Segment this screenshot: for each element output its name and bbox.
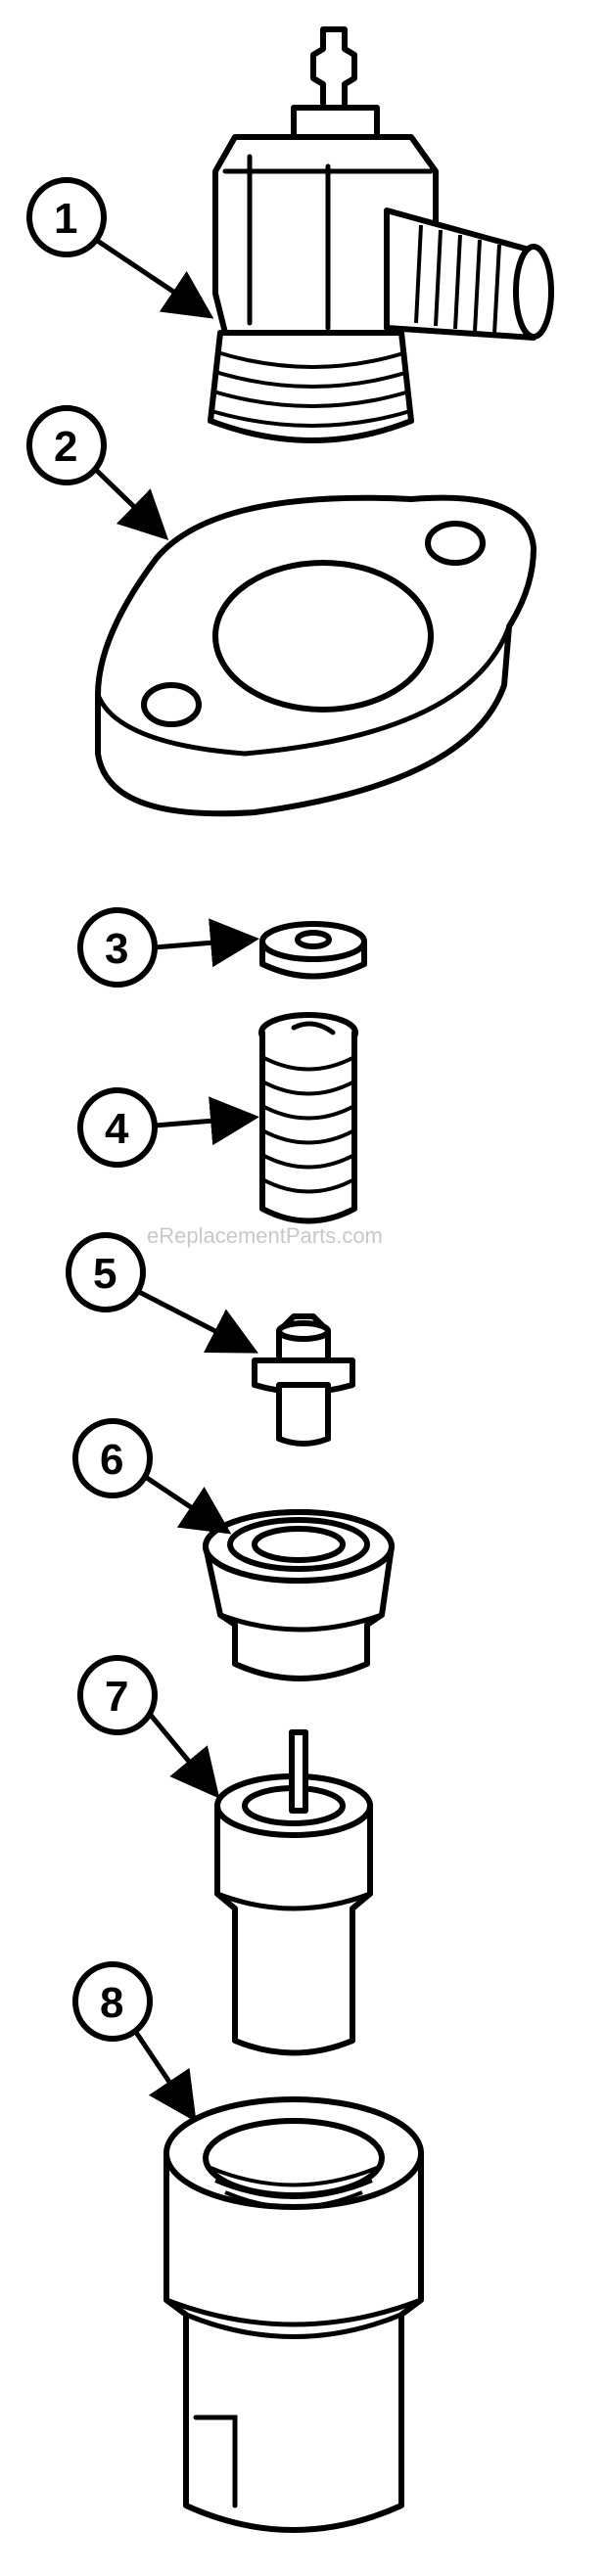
- part-6-valve-seat[interactable]: [203, 1509, 395, 1681]
- svg-text:6: 6: [100, 1436, 123, 1484]
- svg-text:2: 2: [54, 423, 77, 471]
- callout-7: 7: [77, 1655, 220, 1799]
- part-7-nozzle[interactable]: [214, 1729, 373, 2056]
- part-3-washer[interactable]: [259, 921, 367, 980]
- callout-2: 2: [26, 405, 169, 540]
- svg-text:1: 1: [54, 195, 77, 243]
- part-1-elbow-fitting[interactable]: [208, 26, 554, 443]
- callout-1: 1: [26, 177, 214, 319]
- callout-8: 8: [72, 1961, 197, 2123]
- watermark: eReplacementParts.com: [147, 1223, 383, 1248]
- callout-3: 3: [77, 907, 259, 988]
- part-2-flange-gasket[interactable]: [95, 494, 537, 817]
- callout-6: 6: [72, 1418, 232, 1535]
- callout-4: 4: [77, 1087, 259, 1168]
- part-5-valve-pin[interactable]: [252, 1313, 355, 1447]
- callout-5: 5: [66, 1232, 258, 1354]
- svg-text:5: 5: [93, 1250, 117, 1298]
- svg-text:7: 7: [105, 1673, 128, 1721]
- svg-text:8: 8: [100, 1979, 123, 2027]
- part-4-spring[interactable]: [258, 1012, 358, 1224]
- part-8-retaining-nut[interactable]: [163, 2096, 424, 2533]
- svg-text:3: 3: [105, 925, 128, 973]
- svg-text:4: 4: [105, 1105, 129, 1153]
